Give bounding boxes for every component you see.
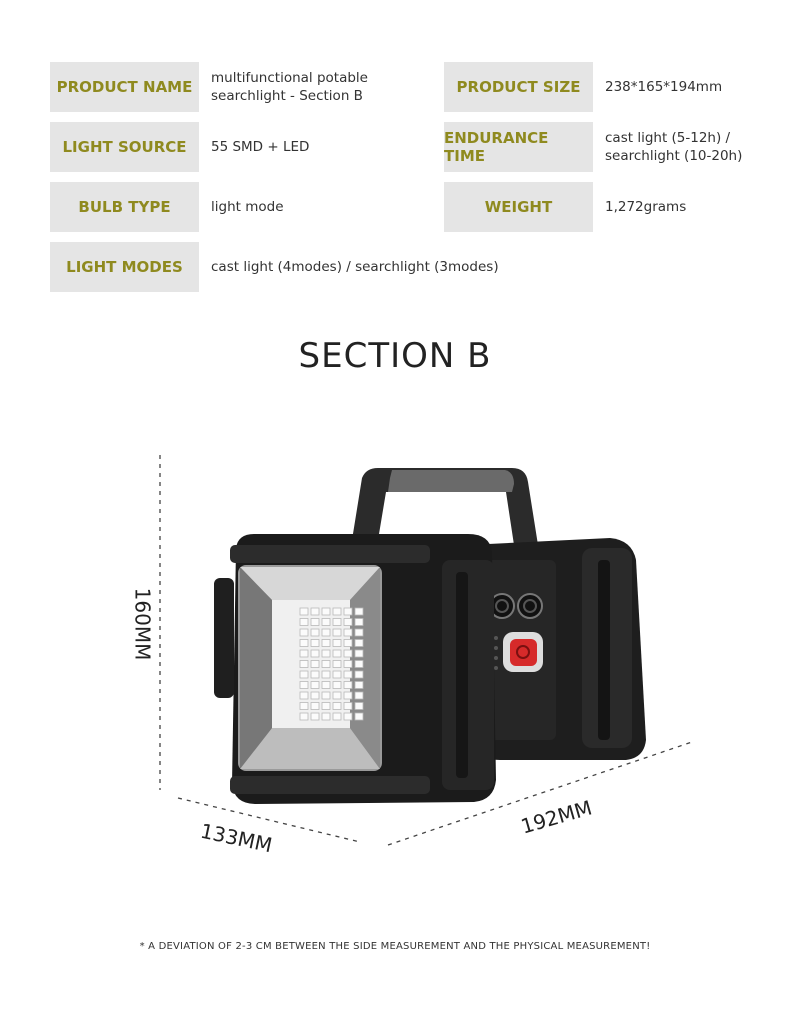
led-chip	[332, 639, 342, 647]
led-chip	[321, 649, 331, 658]
led-chip	[321, 628, 331, 637]
led-chip	[310, 639, 320, 647]
led-chip	[332, 681, 342, 689]
led-chip	[299, 660, 309, 668]
led-chip	[332, 670, 342, 679]
power-button-icon	[510, 639, 537, 666]
spec-label-endurance-time: ENDURANCE TIME	[444, 122, 593, 172]
led-chip	[332, 618, 342, 626]
led-chip	[343, 670, 353, 679]
led-chip	[332, 691, 342, 700]
led-chip	[299, 639, 309, 647]
led-chip	[332, 660, 342, 668]
led-grid	[299, 607, 364, 721]
led-chip	[354, 639, 364, 647]
led-chip	[354, 691, 364, 700]
led-chip	[310, 712, 320, 721]
led-chip	[354, 649, 364, 658]
led-chip	[310, 628, 320, 637]
led-chip	[343, 691, 353, 700]
footnote: * A DEVIATION OF 2-3 CM BETWEEN THE SIDE…	[139, 941, 651, 952]
led-chip	[354, 670, 364, 679]
spec-value-endurance-time: cast light (5-12h) / searchlight (10-20h…	[605, 130, 743, 164]
led-chip	[299, 712, 309, 721]
led-chip	[299, 681, 309, 689]
led-chip	[321, 639, 331, 647]
led-chip	[299, 691, 309, 700]
led-chip	[343, 607, 353, 616]
led-chip	[343, 649, 353, 658]
led-chip	[343, 681, 353, 689]
led-chip	[354, 712, 364, 721]
spec-label-light-modes: LIGHT MODES	[50, 242, 199, 292]
led-chip	[343, 660, 353, 668]
height-dimension-label: 160MM	[130, 587, 155, 661]
section-title: SECTION B	[298, 336, 492, 376]
led-chip	[321, 712, 331, 721]
led-chip	[343, 618, 353, 626]
led-chip	[354, 607, 364, 616]
led-chip	[332, 607, 342, 616]
led-chip	[310, 681, 320, 689]
led-chip	[310, 607, 320, 616]
spec-value-light-modes: cast light (4modes) / searchlight (3mode…	[211, 259, 499, 275]
led-chip	[354, 618, 364, 626]
led-chip	[332, 628, 342, 637]
led-chip	[310, 670, 320, 679]
led-chip	[354, 660, 364, 668]
led-chip	[310, 691, 320, 700]
led-chip	[299, 618, 309, 626]
led-chip	[299, 670, 309, 679]
led-chip	[354, 628, 364, 637]
led-chip	[321, 702, 331, 710]
led-chip	[332, 712, 342, 721]
spec-label-product-name: PRODUCT NAME	[50, 62, 199, 112]
led-chip	[321, 618, 331, 626]
led-chip	[310, 702, 320, 710]
spec-label-weight: WEIGHT	[444, 182, 593, 232]
led-chip	[321, 607, 331, 616]
led-chip	[332, 702, 342, 710]
spec-value-product-size: 238*165*194mm	[605, 79, 723, 95]
spec-label-light-source: LIGHT SOURCE	[50, 122, 199, 172]
spec-value-bulb-type: light mode	[211, 199, 284, 215]
led-chip	[310, 649, 320, 658]
led-chip	[321, 691, 331, 700]
reflector-lens	[238, 565, 382, 771]
led-chip	[299, 607, 309, 616]
led-chip	[310, 618, 320, 626]
control-panel	[489, 593, 543, 672]
led-chip	[299, 628, 309, 637]
led-chip	[332, 649, 342, 658]
handle	[352, 468, 538, 545]
spec-value-light-source: 55 SMD + LED	[211, 139, 310, 155]
spec-label-bulb-type: BULB TYPE	[50, 182, 199, 232]
led-chip	[321, 660, 331, 668]
led-chip	[321, 670, 331, 679]
led-chip	[343, 628, 353, 637]
led-chip	[343, 702, 353, 710]
led-chip	[343, 712, 353, 721]
depth-dimension-line	[177, 797, 361, 843]
spec-value-weight: 1,272grams	[605, 199, 687, 215]
led-chip	[321, 681, 331, 689]
led-chip	[354, 681, 364, 689]
button-right-icon	[517, 593, 543, 619]
led-chip	[299, 702, 309, 710]
spec-label-product-size: PRODUCT SIZE	[444, 62, 593, 112]
led-chip	[310, 660, 320, 668]
led-chip	[299, 649, 309, 658]
spec-value-product-name: multifunctional potable searchlight - Se…	[211, 70, 368, 104]
led-chip	[354, 702, 364, 710]
led-chip	[343, 639, 353, 647]
